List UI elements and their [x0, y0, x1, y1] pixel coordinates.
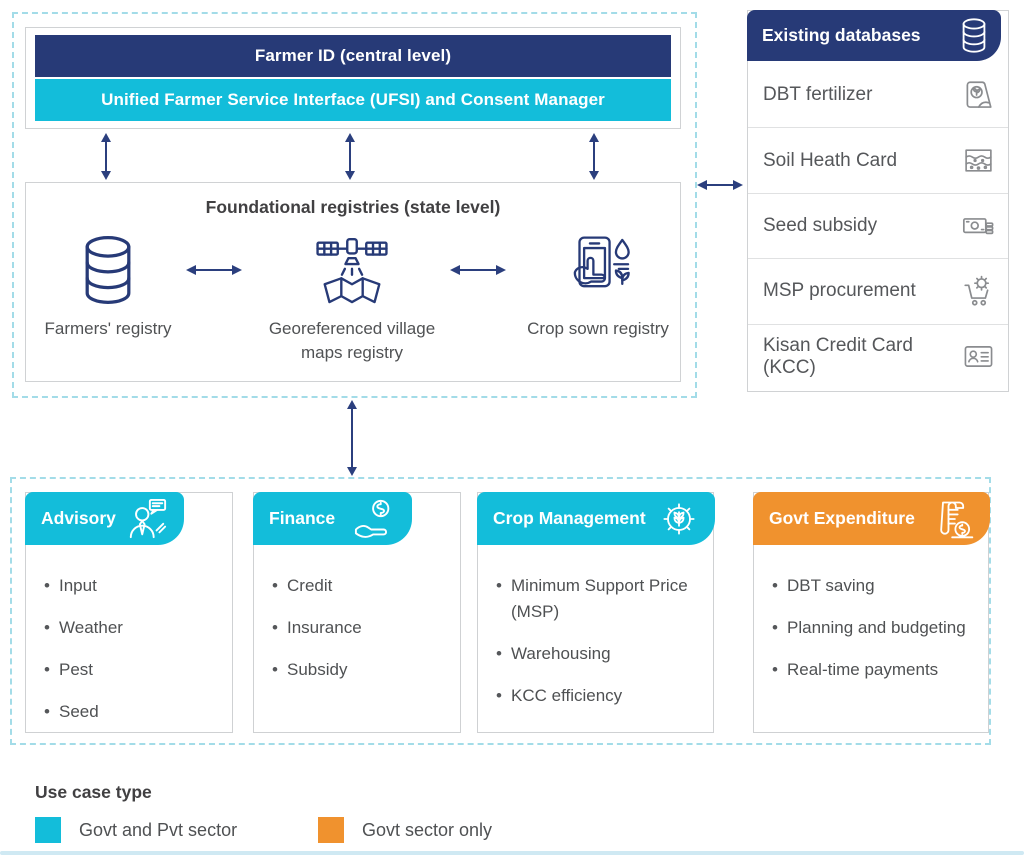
list-item: DBT saving — [772, 573, 980, 599]
use-case-card-crop-management: Crop Management Minimum Support Price (M… — [477, 492, 715, 733]
list-item: Planning and budgeting — [772, 615, 980, 641]
list-item: MSP procurement — [748, 258, 1008, 323]
bidirectional-arrow-icon — [697, 180, 743, 190]
existing-databases-panel: Existing databases DBT fertilizer — [747, 10, 1009, 392]
registry-label: Farmers' registry — [44, 319, 172, 338]
bidirectional-arrow-icon — [450, 265, 506, 275]
existing-databases-list: DBT fertilizer Soil Heath Card — [748, 63, 1008, 389]
bidirectional-arrow-icon — [589, 133, 599, 180]
advisory-card-header: Advisory — [25, 492, 184, 545]
list-item: Pest — [44, 657, 224, 683]
card-title: Advisory — [41, 508, 116, 528]
finance-items: Credit Insurance Subsidy — [272, 557, 452, 683]
list-item: Weather — [44, 615, 224, 641]
list-item: DBT fertilizer — [748, 63, 1008, 127]
legend-label: Govt and Pvt sector — [79, 819, 238, 840]
list-item: Seed — [44, 699, 224, 725]
use-case-card-advisory: Advisory Input Weather Pest Seed — [25, 492, 233, 733]
registries-title: Foundational registries (state level) — [205, 197, 501, 217]
foundational-registries-box: Foundational registries (state level) Fa… — [25, 182, 681, 382]
list-item: Minimum Support Price (MSP) — [496, 573, 705, 625]
list-item: Soil Heath Card — [748, 127, 1008, 192]
db-item-label: Kisan Credit Card (KCC) — [763, 334, 913, 378]
advisory-items: Input Weather Pest Seed — [44, 557, 224, 725]
gear-wheat-icon — [657, 497, 701, 541]
db-item-label: DBT fertilizer — [763, 84, 873, 106]
advisor-icon — [124, 498, 170, 540]
list-item: Warehousing — [496, 641, 705, 667]
list-item: Kisan Credit Card (KCC) — [748, 323, 1008, 389]
card-title: Finance — [269, 508, 336, 528]
cart-gear-icon — [961, 274, 995, 308]
bidirectional-arrow-icon — [101, 133, 111, 180]
farmer-id-banner: Farmer ID (central level) — [35, 35, 671, 77]
db-item-label: Soil Heath Card — [763, 149, 898, 171]
registry-label: Crop sown registry — [527, 319, 669, 338]
receipt-coin-icon — [932, 497, 976, 541]
crop-management-card-header: Crop Management — [477, 492, 715, 545]
finance-card-header: Finance — [253, 492, 412, 545]
fertilizer-bag-icon — [961, 78, 995, 112]
existing-databases-header: Existing databases — [747, 10, 1001, 61]
id-card-icon — [962, 340, 995, 373]
list-item: Credit — [272, 573, 452, 599]
list-item: Subsidy — [272, 657, 452, 683]
use-case-card-finance: Finance Credit Insurance Subsidy — [253, 492, 461, 733]
farmer-id-label: Farmer ID (central level) — [254, 46, 452, 65]
soil-sample-icon — [962, 144, 995, 177]
bidirectional-arrow-icon — [347, 400, 357, 476]
central-banners: Farmer ID (central level) Unified Farmer… — [25, 27, 681, 129]
list-item: Input — [44, 573, 224, 599]
card-title: Govt Expenditure — [769, 508, 915, 528]
legend-swatch-cyan — [35, 817, 61, 843]
legend-label: Govt sector only — [362, 819, 493, 840]
govt-expenditure-items: DBT saving Planning and budgeting Real-t… — [772, 557, 980, 683]
registry-item-farmers: Farmers' registry — [23, 231, 193, 341]
card-title: Crop Management — [493, 508, 646, 528]
crop-management-items: Minimum Support Price (MSP) Warehousing … — [496, 557, 705, 709]
ufsi-banner: Unified Farmer Service Interface (UFSI) … — [35, 79, 671, 121]
ufsi-label: Unified Farmer Service Interface (UFSI) … — [101, 90, 605, 109]
cash-coins-icon — [961, 209, 995, 243]
bidirectional-arrow-icon — [345, 133, 355, 180]
database-icon — [960, 17, 988, 54]
list-item: Insurance — [272, 615, 452, 641]
db-item-label: Seed subsidy — [763, 215, 878, 237]
db-item-label: MSP procurement — [763, 280, 916, 302]
registry-label: Georeferenced village maps registry — [268, 319, 436, 362]
existing-databases-title: Existing databases — [762, 25, 921, 45]
phone-crop-icon — [513, 231, 683, 309]
list-item: KCC efficiency — [496, 683, 705, 709]
satellite-map-icon — [267, 231, 437, 309]
legend-entry-govt-pvt: Govt and Pvt sector — [35, 817, 237, 843]
legend-entry-govt-only: Govt sector only — [318, 817, 492, 843]
hand-coin-icon — [352, 498, 398, 540]
database-icon — [23, 231, 193, 309]
bottom-rule — [0, 851, 1024, 855]
use-cases-group — [10, 477, 991, 745]
govt-expenditure-card-header: Govt Expenditure — [753, 492, 990, 545]
list-item: Real-time payments — [772, 657, 980, 683]
legend-swatch-orange — [318, 817, 344, 843]
registry-item-maps: Georeferenced village maps registry — [267, 231, 437, 365]
central-level-group — [12, 12, 697, 398]
bidirectional-arrow-icon — [186, 265, 242, 275]
use-case-card-govt-expenditure: Govt Expenditure DBT saving Planning and… — [753, 492, 990, 733]
registry-item-crop-sown: Crop sown registry — [513, 231, 683, 341]
legend-title: Use case type — [35, 782, 152, 802]
list-item: Seed subsidy — [748, 192, 1008, 258]
